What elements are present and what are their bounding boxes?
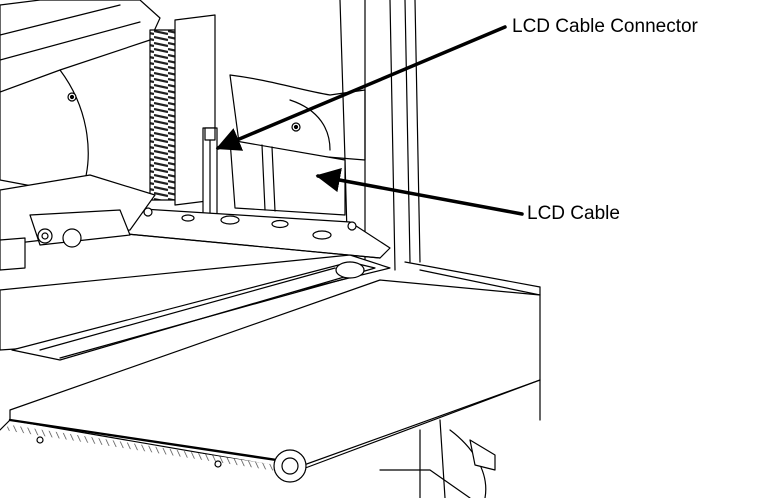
lcd-cable — [229, 139, 346, 216]
drive-mechanism — [0, 174, 156, 271]
lcd-cable-connector — [202, 127, 218, 219]
callout-arrows — [215, 25, 524, 216]
lcd-cable-connector-label: LCD Cable Connector — [512, 16, 698, 37]
vertical-spring — [149, 29, 177, 201]
arrow-lcd-cable — [315, 167, 524, 216]
lcd-cable-label: LCD Cable — [527, 203, 620, 224]
arrow-lcd-cable-connector — [215, 25, 507, 151]
foreground-platen — [0, 279, 541, 499]
conveyor-belt — [0, 254, 391, 361]
upper-housing-panel — [0, 0, 161, 196]
